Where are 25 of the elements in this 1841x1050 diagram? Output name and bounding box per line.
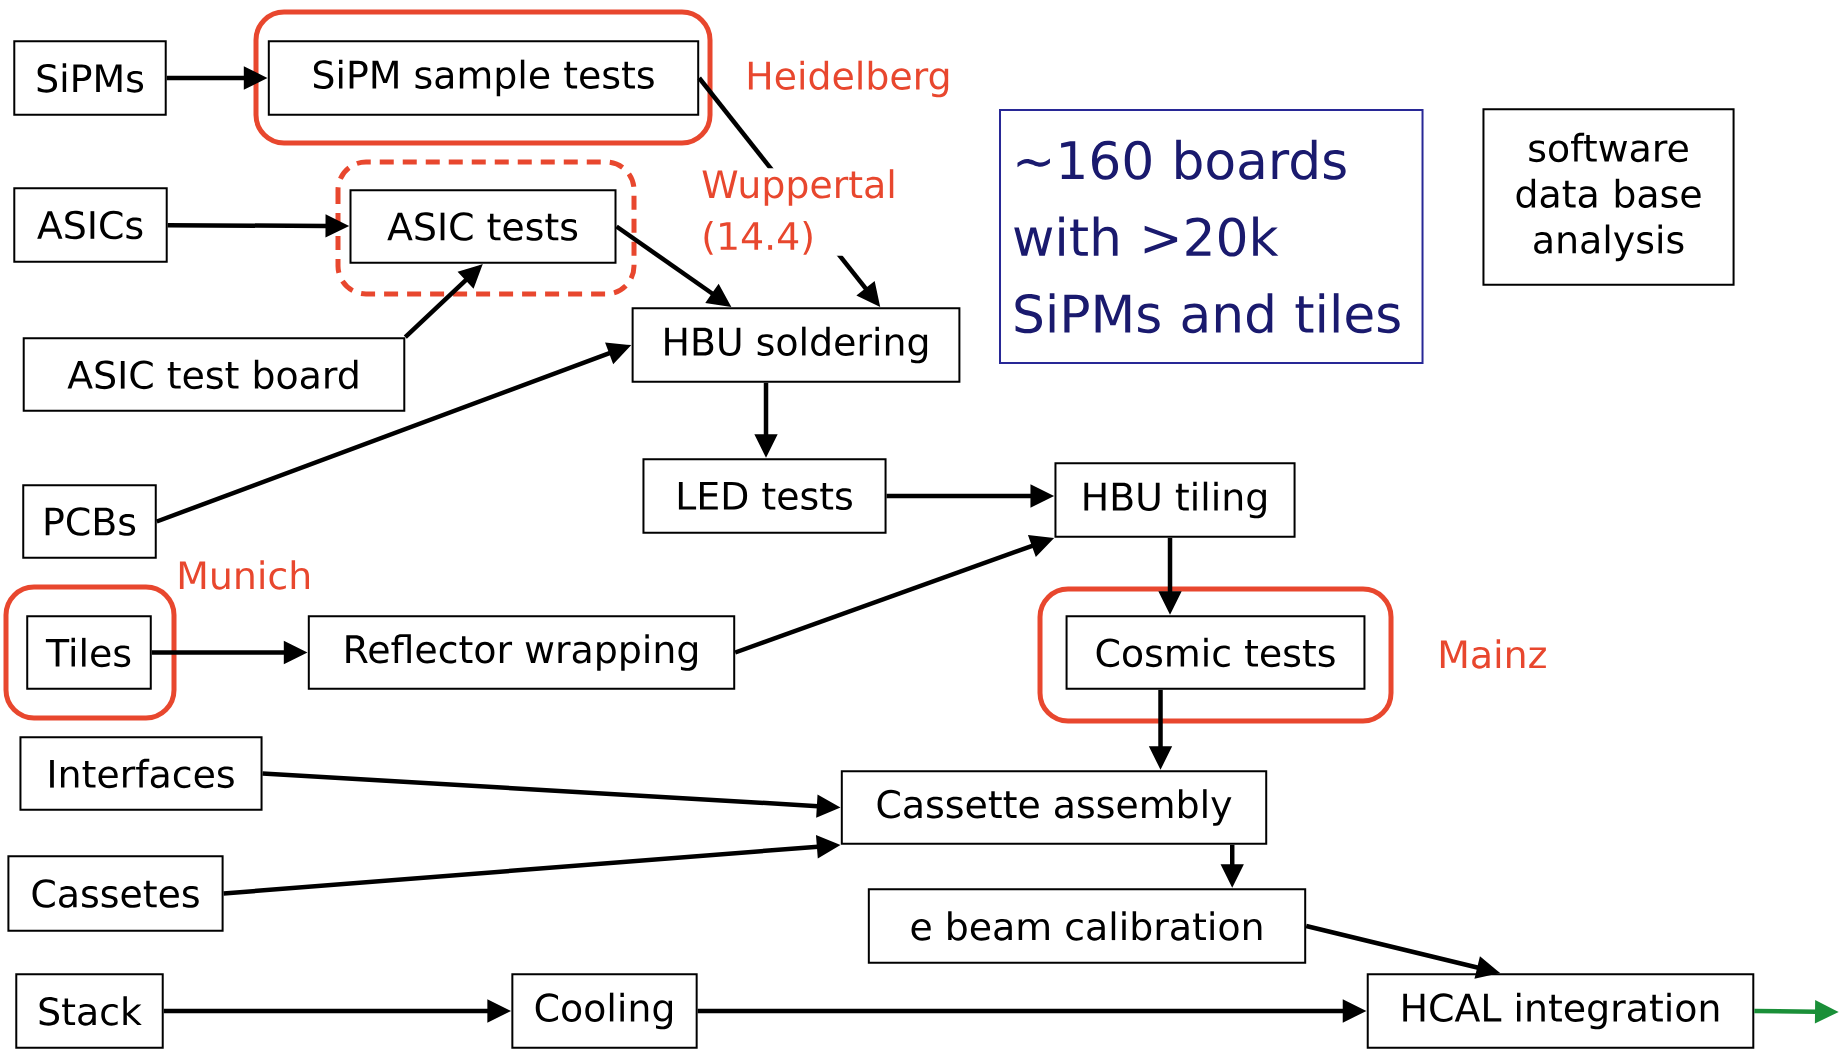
process-box: HBU tiling — [1054, 462, 1296, 538]
site-label: Wuppertal (14.4) — [700, 168, 917, 256]
process-box: Cassetes — [7, 855, 224, 932]
process-box: Interfaces — [19, 736, 263, 811]
site-label: Mainz — [1440, 639, 1546, 669]
process-box: HCAL integration — [1366, 973, 1755, 1049]
process-box: SiPM sample tests — [267, 40, 700, 116]
process-box: Stack — [15, 973, 164, 1049]
info-box: ~160 boards with >20k SiPMs and tiles — [999, 109, 1424, 365]
process-box: Cosmic tests — [1065, 615, 1366, 690]
process-box: PCBs — [22, 484, 157, 559]
note-box: software data base analysis — [1482, 108, 1735, 286]
process-box: e beam calibration — [867, 888, 1307, 964]
process-box: ASIC test board — [22, 337, 406, 412]
process-box: ASICs — [13, 187, 168, 263]
process-box: Reflector wrapping — [307, 615, 736, 690]
process-box: Tiles — [26, 615, 152, 690]
process-box: Cassette assembly — [840, 770, 1268, 845]
process-box: Cooling — [511, 973, 698, 1049]
process-box: SiPMs — [13, 40, 167, 116]
process-box: ASIC tests — [349, 189, 617, 264]
process-box: LED tests — [642, 458, 887, 534]
process-box: HBU soldering — [631, 307, 961, 383]
site-label: Munich — [179, 560, 309, 590]
site-label: Heidelberg — [748, 60, 949, 98]
